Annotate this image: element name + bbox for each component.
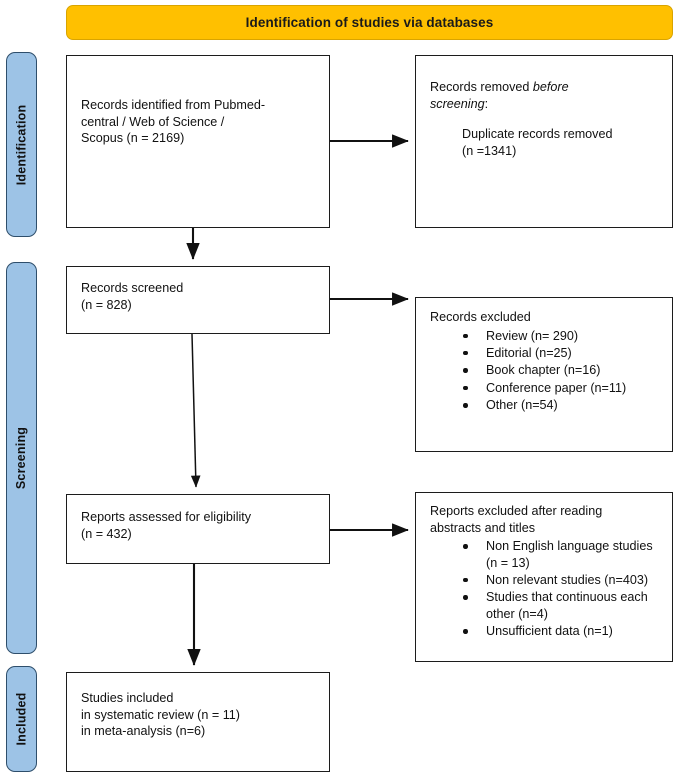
records-identified-line-3: Scopus (n = 2169) xyxy=(81,131,185,146)
list-item: Non relevant studies (n=403) xyxy=(460,572,662,588)
records-removed-text: Records removed before screening: Duplic… xyxy=(430,79,662,159)
banner-title: Identification of studies via databases xyxy=(245,15,494,30)
box-records-excluded: Records excluded Review (n= 290) Editori… xyxy=(415,297,673,452)
records-identified-text: Records identified from Pubmed- central … xyxy=(81,97,319,147)
records-excluded-list: Review (n= 290) Editorial (n=25) Book ch… xyxy=(430,328,662,414)
reports-excluded-list: Non English language studies (n = 13) No… xyxy=(430,538,662,639)
list-item: Unsufficient data (n=1) xyxy=(460,623,662,639)
records-screened-line-2: (n = 828) xyxy=(81,297,132,312)
duplicate-records-line-2: (n =1341) xyxy=(462,143,517,158)
stage-bar-identification: Identification xyxy=(6,52,37,237)
records-identified-line-1: Records identified from Pubmed- xyxy=(81,98,266,112)
box-reports-assessed-eligibility: Reports assessed for eligibility (n = 43… xyxy=(66,494,330,564)
diagram-banner: Identification of studies via databases xyxy=(66,5,673,40)
duplicate-records-line-1: Duplicate records removed xyxy=(462,127,613,142)
list-item: Studies that continuous each other (n=4) xyxy=(460,589,662,622)
reports-eligibility-text: Reports assessed for eligibility (n = 43… xyxy=(81,509,319,542)
studies-included-line-1: Studies included xyxy=(81,691,174,705)
records-excluded-heading: Records excluded xyxy=(430,310,531,324)
stage-bar-screening: Screening xyxy=(6,262,37,654)
list-item: Non English language studies (n = 13) xyxy=(460,538,662,571)
records-identified-line-2: central / Web of Science / xyxy=(81,114,225,129)
records-removed-heading-line-2: screening: xyxy=(430,96,662,113)
records-removed-heading-italic-2: screening xyxy=(430,96,485,111)
records-removed-heading-italic: before xyxy=(532,80,569,94)
list-item: Book chapter (n=16) xyxy=(460,362,662,378)
stage-bar-included: Included xyxy=(6,666,37,772)
records-removed-heading-line-1: Records removed before xyxy=(430,79,662,96)
stage-label-included: Included xyxy=(14,692,29,746)
box-records-identified: Records identified from Pubmed- central … xyxy=(66,55,330,228)
studies-included-line-3: in meta-analysis (n=6) xyxy=(81,724,206,739)
records-excluded-text: Records excluded Review (n= 290) Editori… xyxy=(430,309,662,413)
reports-eligibility-line-2: (n = 432) xyxy=(81,526,132,541)
list-item: Other (n=54) xyxy=(460,397,662,413)
list-item: Editorial (n=25) xyxy=(460,345,662,361)
stage-label-identification: Identification xyxy=(14,104,29,185)
stage-label-screening: Screening xyxy=(14,426,29,490)
box-studies-included: Studies included in systematic review (n… xyxy=(66,672,330,772)
duplicate-records-block: Duplicate records removed (n =1341) xyxy=(430,126,662,159)
records-screened-text: Records screened (n = 828) xyxy=(81,280,319,313)
studies-included-line-2: in systematic review (n = 11) xyxy=(81,707,240,722)
records-removed-heading-colon: : xyxy=(484,96,489,111)
studies-included-text: Studies included in systematic review (n… xyxy=(81,690,319,740)
reports-excluded-reading-text: Reports excluded after reading abstracts… xyxy=(430,503,662,639)
list-item: Conference paper (n=11) xyxy=(460,380,662,396)
box-reports-excluded-after-reading: Reports excluded after reading abstracts… xyxy=(415,492,673,662)
records-screened-line-1: Records screened xyxy=(81,281,184,295)
box-records-removed: Records removed before screening: Duplic… xyxy=(415,55,673,228)
reports-eligibility-line-1: Reports assessed for eligibility xyxy=(81,510,252,524)
list-item: Review (n= 290) xyxy=(460,328,662,344)
box-records-screened: Records screened (n = 828) xyxy=(66,266,330,334)
reports-excluded-heading-line-2: abstracts and titles xyxy=(430,520,535,535)
arrow-screened-to-eligibility xyxy=(190,333,201,488)
records-removed-heading-plain: Records removed xyxy=(430,80,533,94)
reports-excluded-heading-line-1: Reports excluded after reading xyxy=(430,504,603,518)
